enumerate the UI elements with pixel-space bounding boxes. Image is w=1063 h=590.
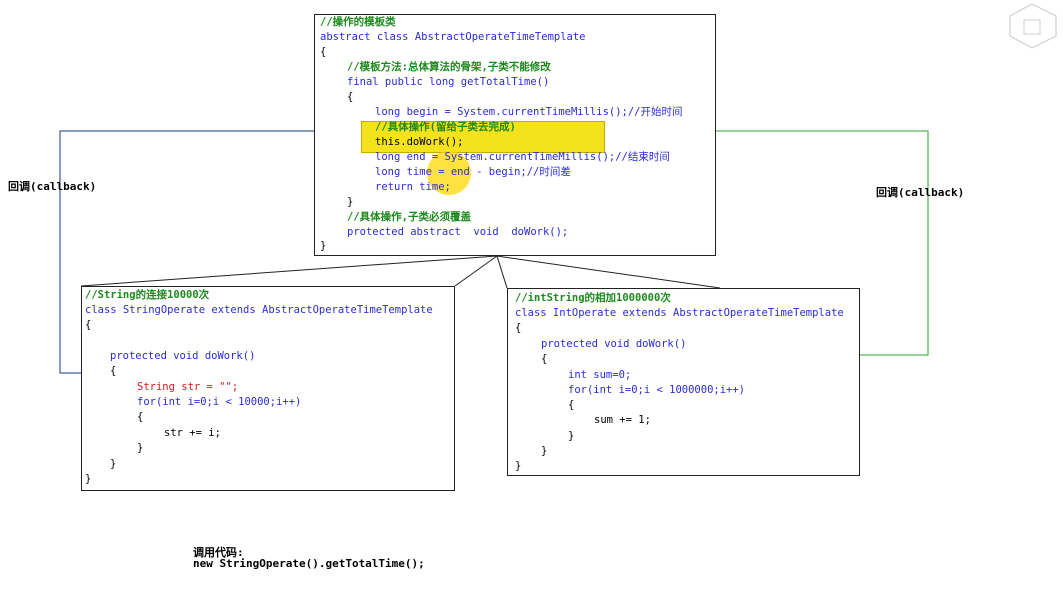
brace: { — [320, 46, 327, 58]
brace: { — [137, 411, 144, 423]
brace: } — [515, 460, 522, 472]
brace: { — [568, 399, 575, 411]
string-operate-box: //String的连接10000次 class StringOperate ex… — [81, 286, 455, 491]
logo-icon — [1009, 3, 1057, 49]
callback-label-left: 回调(callback) — [8, 180, 97, 193]
template-class-decl: abstract class AbstractOperateTimeTempla… — [320, 31, 586, 43]
string-line-4: str += i; — [164, 427, 221, 439]
method-comment: //模板方法:总体算法的骨架,子类不能修改 — [347, 61, 551, 73]
string-method-decl: protected void doWork() — [110, 350, 256, 362]
brace: } — [110, 458, 117, 470]
int-method-decl: protected void doWork() — [541, 338, 687, 350]
cursor-highlight — [427, 151, 471, 195]
int-comment: //intString的相加1000000次 — [515, 292, 671, 304]
call-code-label: 调用代码: — [193, 546, 244, 559]
abstract-decl: protected abstract void doWork(); — [347, 226, 569, 238]
do-work-call: this.doWork(); — [375, 136, 464, 148]
abstract-comment: //具体操作,子类必须覆盖 — [347, 211, 471, 223]
brace: { — [347, 91, 354, 103]
string-class-decl: class StringOperate extends AbstractOper… — [85, 304, 433, 316]
highlight-box — [361, 121, 605, 153]
int-line-1: int sum=0; — [568, 369, 632, 381]
callback-label-right: 回调(callback) — [876, 186, 965, 199]
end-line: long end = System.currentTimeMillis();//… — [375, 151, 670, 163]
brace: } — [541, 445, 548, 457]
brace: } — [137, 442, 144, 454]
string-line-1: String str = ""; — [137, 381, 239, 393]
brace: { — [110, 365, 117, 377]
method-decl: final public long getTotalTime() — [347, 76, 550, 88]
brace: } — [85, 473, 92, 485]
work-comment: //具体操作(留给子类去完成) — [375, 121, 516, 133]
int-operate-box: //intString的相加1000000次 class IntOperate … — [507, 288, 860, 476]
string-line-2: for(int i=0;i < 10000;i++) — [137, 396, 302, 408]
int-line-4: sum += 1; — [594, 414, 651, 426]
string-comment: //String的连接10000次 — [85, 289, 210, 301]
brace: } — [320, 240, 327, 252]
time-line: long time = end - begin;//时间差 — [375, 166, 571, 178]
int-line-2: for(int i=0;i < 1000000;i++) — [568, 384, 746, 396]
template-comment: //操作的模板类 — [320, 16, 396, 28]
begin-line: long begin = System.currentTimeMillis();… — [375, 106, 683, 118]
call-code: new StringOperate().getTotalTime(); — [193, 557, 425, 570]
brace: { — [541, 353, 548, 365]
template-class-box: //操作的模板类 abstract class AbstractOperateT… — [314, 14, 716, 256]
int-class-decl: class IntOperate extends AbstractOperate… — [515, 307, 844, 319]
brace: { — [515, 322, 522, 334]
brace: } — [568, 430, 575, 442]
return-line: return time; — [375, 181, 451, 193]
brace: } — [347, 196, 354, 208]
brace: { — [85, 319, 92, 331]
